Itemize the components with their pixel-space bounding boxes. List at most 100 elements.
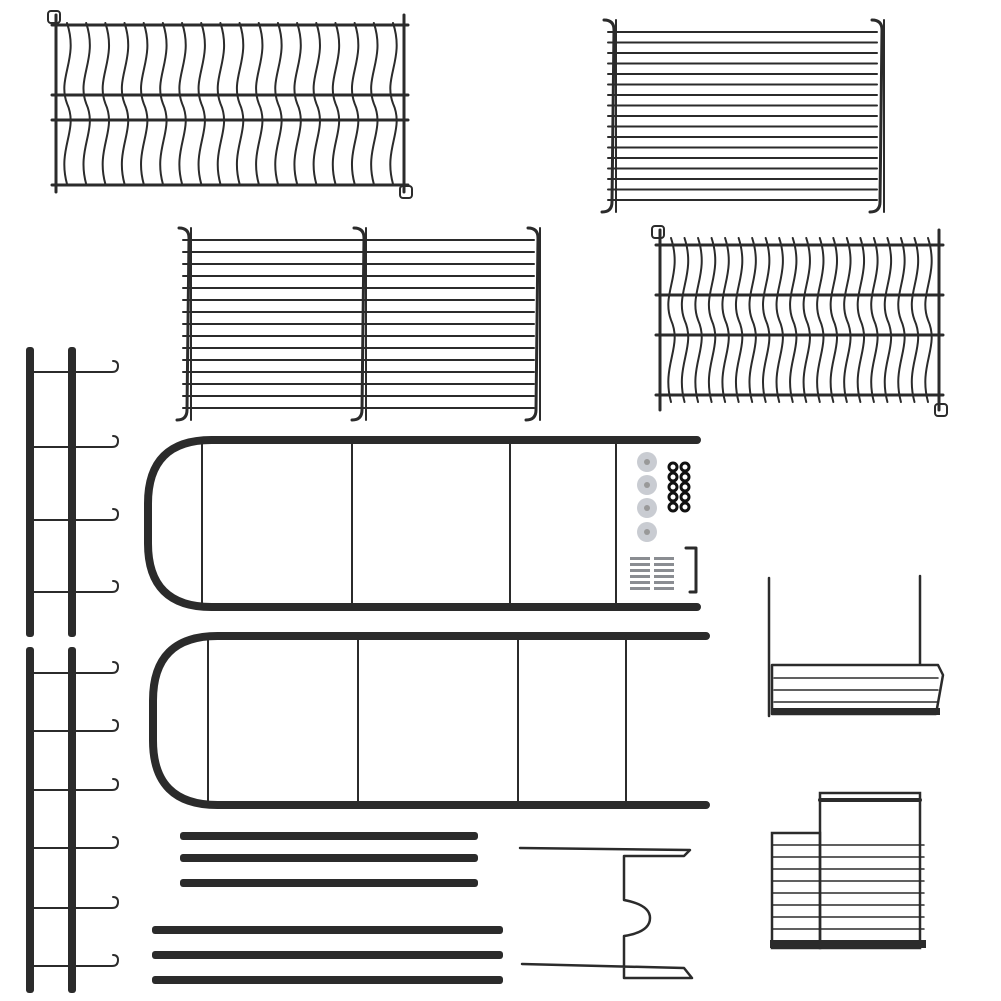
wavy-wire — [694, 237, 703, 403]
hook — [75, 719, 119, 732]
corner-foot — [934, 403, 948, 417]
allen-key — [684, 546, 698, 594]
cutting-board-rack — [770, 791, 926, 950]
suction-cup-center — [644, 482, 650, 488]
middle-left-flat-rack — [175, 226, 541, 422]
wavy-wire — [897, 237, 906, 403]
screw — [654, 581, 674, 584]
pole — [26, 647, 34, 993]
rubber-ring — [667, 491, 679, 503]
wavy-wire — [350, 22, 360, 185]
top-left-dish-rack — [47, 10, 413, 199]
wavy-wire — [802, 237, 811, 403]
wavy-wire — [120, 22, 130, 185]
rods — [152, 832, 503, 984]
rod — [152, 976, 503, 984]
wavy-wire — [734, 237, 744, 403]
wavy-wire — [707, 237, 717, 403]
rubber-ring — [679, 481, 691, 493]
screw — [654, 557, 674, 560]
hook — [75, 836, 119, 849]
rod — [152, 926, 503, 934]
wavy-wire — [829, 237, 838, 403]
hook — [75, 896, 119, 909]
wavy-wire — [816, 237, 825, 403]
hook-post-lower — [26, 647, 119, 993]
wavy-wire — [924, 237, 933, 403]
wavy-wire — [216, 22, 226, 185]
wavy-wire — [370, 22, 379, 185]
rubber-ring — [679, 471, 691, 483]
wavy-wire — [293, 22, 302, 185]
top-right-flat-rack — [600, 18, 885, 214]
rod — [180, 879, 478, 887]
wavy-wire — [312, 22, 321, 185]
pole — [26, 347, 34, 637]
u-frame — [149, 632, 710, 809]
screw — [630, 581, 650, 584]
rubber-ring — [679, 501, 691, 513]
basket-base — [772, 708, 940, 715]
wavy-wire — [667, 237, 676, 403]
hook — [75, 778, 119, 791]
wavy-wire — [856, 237, 866, 403]
wavy-wire — [331, 22, 341, 185]
rubber-ring — [667, 471, 679, 483]
wavy-wire — [255, 22, 264, 185]
rod — [180, 854, 478, 862]
wavy-wire — [775, 237, 784, 403]
screw — [630, 563, 650, 566]
wavy-wire — [748, 237, 757, 403]
screw — [654, 569, 674, 572]
wavy-wire — [178, 22, 187, 185]
rubber-ring — [667, 481, 679, 493]
wavy-wire — [159, 22, 168, 185]
wavy-wire — [789, 237, 798, 403]
hook — [75, 435, 119, 448]
wavy-wire — [389, 22, 398, 185]
screw — [654, 587, 674, 590]
basket-frame — [770, 663, 945, 716]
hook — [75, 661, 119, 674]
wavy-wire — [843, 237, 852, 403]
wavy-wire — [140, 22, 149, 185]
wavy-wire — [235, 22, 245, 185]
rubber-ring — [667, 501, 679, 513]
hook — [75, 580, 119, 593]
wavy-wire — [680, 237, 690, 403]
utensil-holder — [767, 574, 945, 718]
wavy-wire — [910, 237, 920, 403]
lower-frame — [149, 632, 710, 809]
corner-foot — [399, 185, 413, 199]
support-bar — [175, 226, 191, 422]
suction-cup-center — [644, 459, 650, 465]
suction-cup-center — [644, 529, 650, 535]
suction-cup-center — [644, 505, 650, 511]
rubber-ring — [679, 461, 691, 473]
wavy-wire — [197, 22, 206, 185]
pole — [68, 647, 76, 993]
wavy-wire — [721, 237, 730, 403]
hardware-kit — [630, 452, 698, 594]
support-bar — [524, 226, 540, 422]
wavy-wire — [870, 237, 879, 403]
screw — [654, 563, 674, 566]
hook — [75, 360, 119, 373]
rod — [152, 951, 503, 959]
corner-foot — [651, 225, 665, 239]
wavy-wire — [883, 237, 893, 403]
wavy-wire — [761, 237, 771, 403]
screw — [630, 587, 650, 590]
u-frame — [144, 436, 701, 611]
upper-frame — [144, 436, 701, 611]
rubber-ring — [679, 491, 691, 503]
middle-right-dish-rack — [651, 225, 948, 417]
wavy-wire — [101, 22, 111, 185]
corner-foot — [47, 10, 61, 24]
wavy-wire — [63, 22, 72, 185]
rod — [180, 832, 478, 840]
hook-post-upper — [26, 347, 119, 637]
support-bar — [350, 226, 366, 422]
